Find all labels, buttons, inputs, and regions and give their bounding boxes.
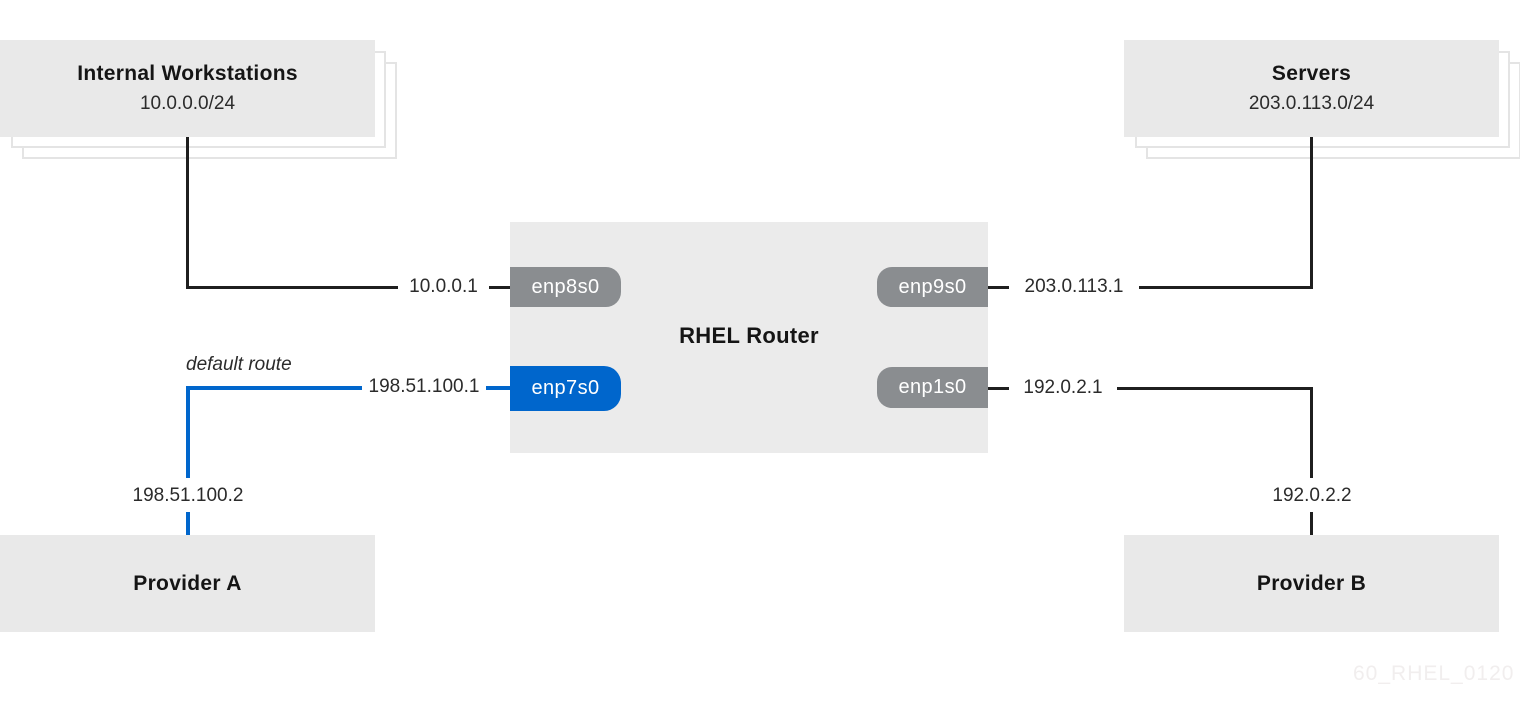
link-line-enp7s0-stub bbox=[486, 386, 510, 390]
router-box bbox=[510, 222, 988, 453]
link-line-provider-a-horizontal bbox=[186, 386, 362, 390]
ip-label-enp7s0: 198.51.100.1 bbox=[368, 376, 480, 397]
link-line-servers-vertical bbox=[1310, 137, 1313, 289]
figure-id-watermark: 60_RHEL_0120 bbox=[1353, 662, 1515, 685]
node-title: Servers bbox=[1271, 62, 1352, 85]
link-line-servers-horizontal bbox=[1139, 286, 1313, 289]
link-line-provider-b-horizontal bbox=[1117, 387, 1313, 390]
interface-tag-enp9s0: enp9s0 bbox=[877, 267, 988, 307]
interface-tag-enp8s0: enp8s0 bbox=[510, 267, 621, 307]
interface-tag-enp1s0: enp1s0 bbox=[877, 367, 988, 408]
node-internal-workstations: Internal Workstations 10.0.0.0/24 bbox=[0, 40, 375, 137]
interface-label: enp7s0 bbox=[531, 377, 600, 399]
link-line-provider-a-vertical bbox=[186, 386, 190, 478]
link-line-enp9s0-stub bbox=[988, 286, 1009, 289]
interface-label: enp1s0 bbox=[898, 376, 967, 398]
node-provider-b: Provider B bbox=[1124, 535, 1499, 632]
ip-label-provider-a-gateway: 198.51.100.2 bbox=[132, 485, 244, 506]
ip-label-enp8s0: 10.0.0.1 bbox=[409, 276, 478, 297]
link-line-enp8s0-stub bbox=[489, 286, 510, 289]
link-line-provider-b-stub bbox=[1310, 512, 1313, 535]
node-subnet: 203.0.113.0/24 bbox=[1248, 93, 1375, 114]
interface-label: enp8s0 bbox=[531, 275, 600, 298]
node-subnet: 10.0.0.0/24 bbox=[139, 93, 236, 114]
link-line-provider-a-stub bbox=[186, 512, 190, 535]
node-servers: Servers 203.0.113.0/24 bbox=[1124, 40, 1499, 137]
node-provider-a: Provider A bbox=[0, 535, 375, 632]
node-title: Provider B bbox=[1256, 571, 1367, 595]
link-line-workstations-vertical bbox=[186, 137, 189, 289]
default-route-note: default route bbox=[186, 354, 292, 375]
interface-label: enp9s0 bbox=[898, 275, 967, 298]
router-title: RHEL Router bbox=[679, 323, 819, 348]
node-title: Internal Workstations bbox=[77, 62, 298, 85]
ip-label-enp9s0: 203.0.113.1 bbox=[1024, 276, 1124, 297]
link-line-provider-b-vertical bbox=[1310, 387, 1313, 478]
link-line-enp1s0-stub bbox=[988, 387, 1009, 390]
ip-label-provider-b-gateway: 192.0.2.2 bbox=[1272, 485, 1352, 506]
node-title: Provider A bbox=[133, 571, 242, 595]
link-line-workstations-horizontal bbox=[186, 286, 398, 289]
ip-label-enp1s0: 192.0.2.1 bbox=[1023, 377, 1103, 398]
interface-tag-enp7s0: enp7s0 bbox=[510, 366, 621, 411]
